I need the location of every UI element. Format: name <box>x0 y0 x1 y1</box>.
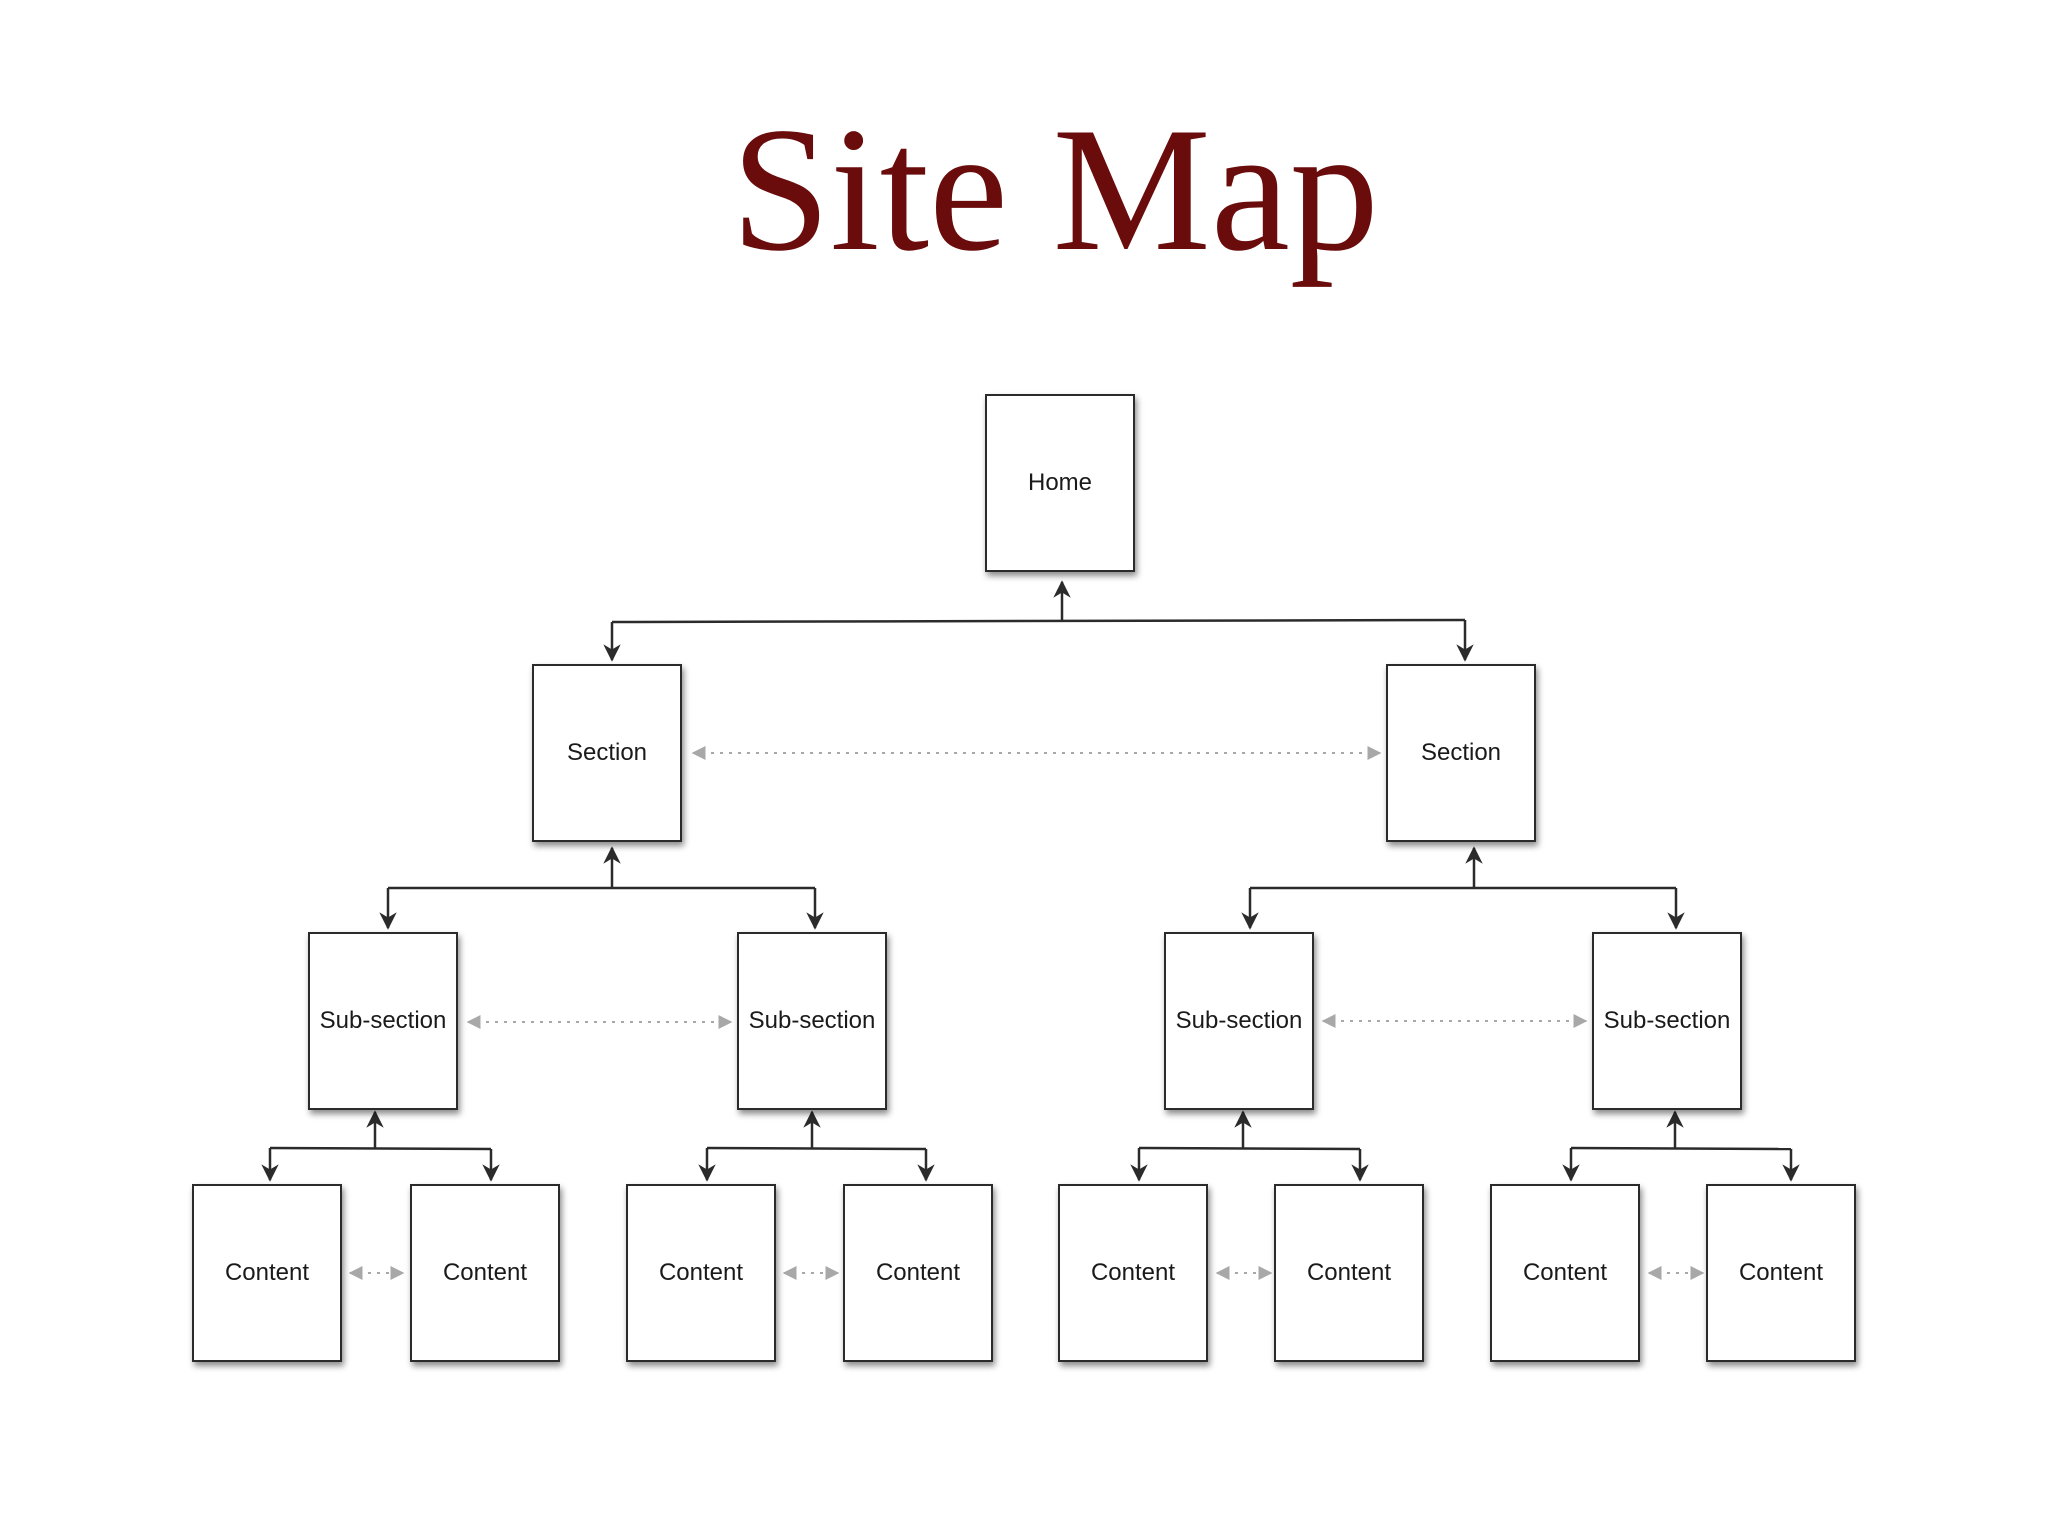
node-home: Home <box>985 394 1135 572</box>
node-section-right: Section <box>1386 664 1536 842</box>
node-content-2: Content <box>410 1184 560 1362</box>
node-content-6: Content <box>1274 1184 1424 1362</box>
connector-subsections-contents <box>261 1110 1800 1182</box>
node-subsection-3: Sub-section <box>1164 932 1314 1110</box>
node-subsection-1: Sub-section <box>308 932 458 1110</box>
node-content-3: Content <box>626 1184 776 1362</box>
node-subsection-4: Sub-section <box>1592 932 1742 1110</box>
node-content-7: Content <box>1490 1184 1640 1362</box>
page-title: Site Map <box>731 90 1379 288</box>
node-content-1: Content <box>192 1184 342 1362</box>
node-content-8: Content <box>1706 1184 1856 1362</box>
node-subsection-2: Sub-section <box>737 932 887 1110</box>
connector-section-left-subsections <box>379 846 824 930</box>
node-content-4: Content <box>843 1184 993 1362</box>
node-section-left: Section <box>532 664 682 842</box>
connector-sibling-links <box>348 746 1705 1280</box>
connector-section-right-subsections <box>1241 846 1685 930</box>
node-content-5: Content <box>1058 1184 1208 1362</box>
connector-home-sections <box>603 580 1474 662</box>
